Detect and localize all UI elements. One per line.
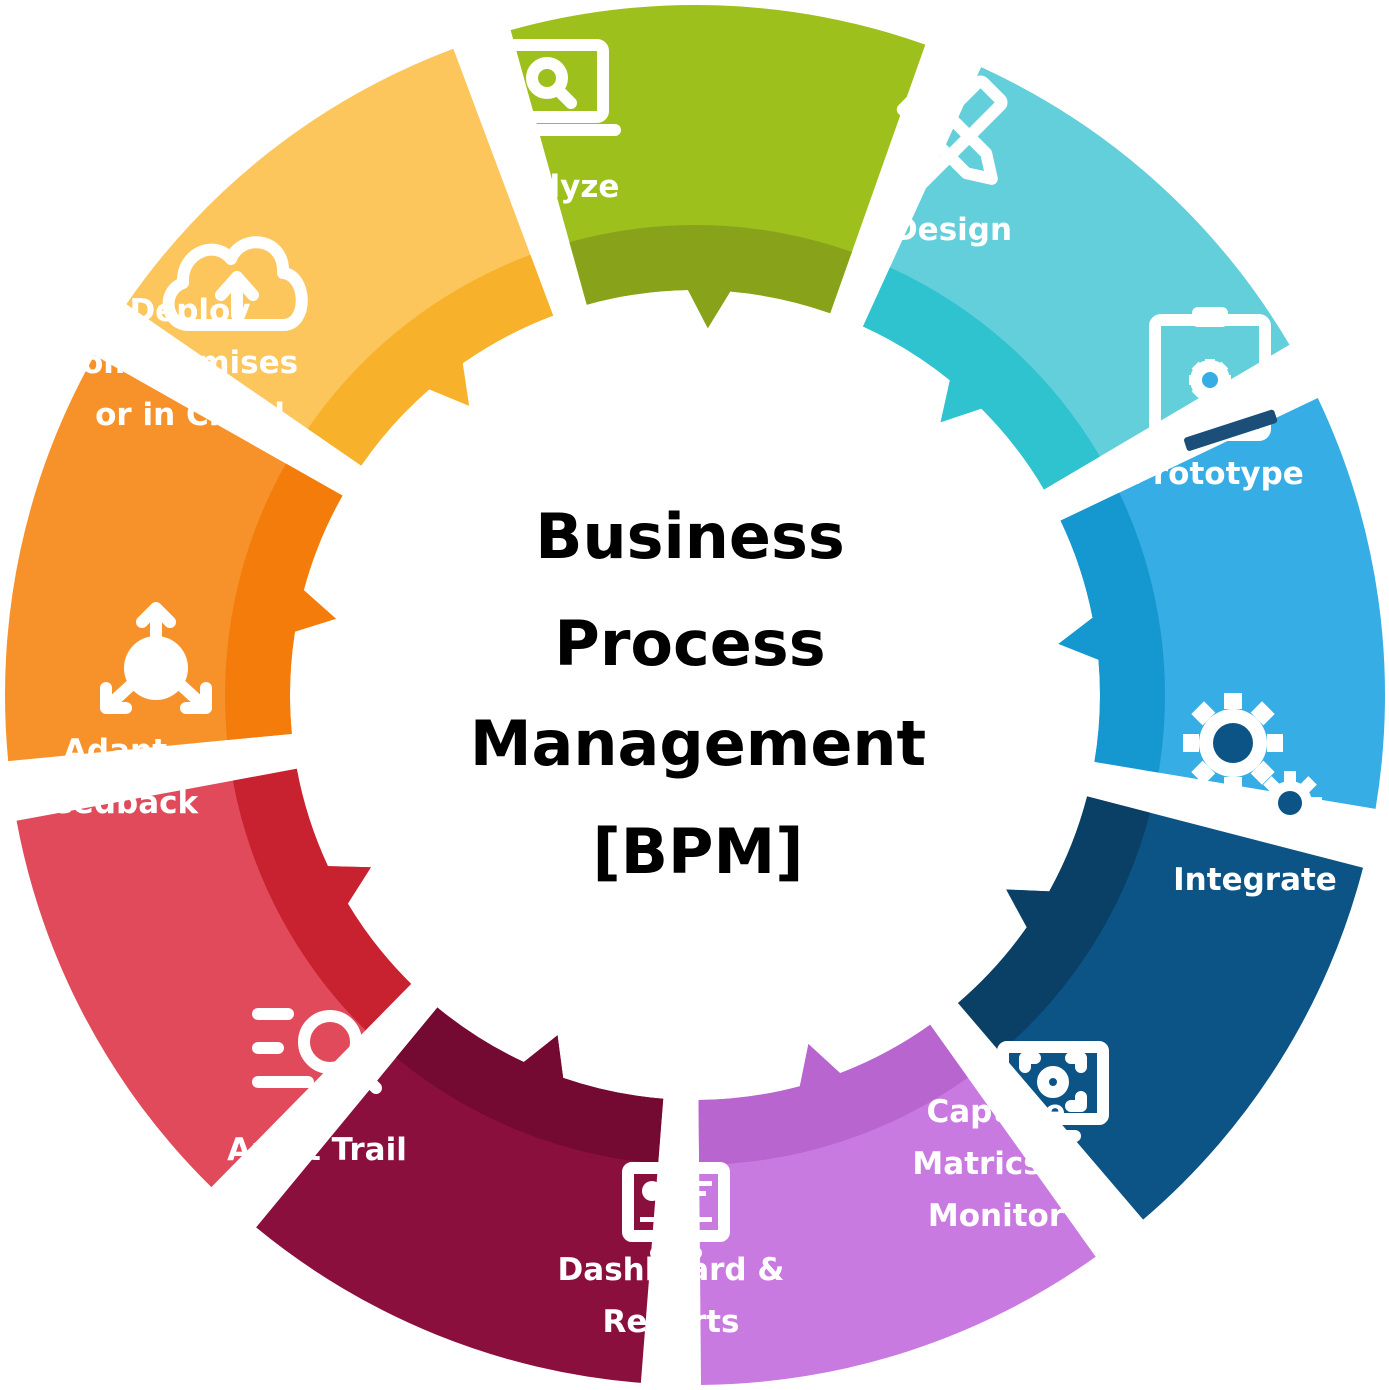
segment-deploy-label-3: or in Cloud bbox=[95, 397, 285, 433]
segment-capture-label-3: Monitor bbox=[928, 1198, 1065, 1234]
segment-audit-label-1: Audit Trail bbox=[227, 1132, 407, 1168]
segments-layer: AnalyzeDesignPrototypeIntegrateCaptureMa… bbox=[5, 5, 1385, 1385]
segment-dashboard-label-2: Reports bbox=[603, 1304, 740, 1340]
segment-deploy-inner-band bbox=[307, 254, 554, 466]
segment-capture-label-1: Capture bbox=[926, 1094, 1065, 1130]
segment-capture-label-2: Matrics & bbox=[912, 1146, 1079, 1182]
monitor-camera-icon bbox=[997, 1041, 1109, 1142]
segment-dashboard-inner-band bbox=[396, 1007, 664, 1164]
segment-deploy: Deploy on-Premises or in Cloud bbox=[82, 48, 554, 466]
segment-audit: Audit Trail bbox=[16, 768, 412, 1188]
segment-deploy-label-2: on-Premises bbox=[82, 345, 298, 381]
segment-capture-inner-band bbox=[698, 1024, 968, 1165]
segment-audit-inner-band bbox=[232, 768, 412, 1031]
center-line-4: [BPM] bbox=[592, 815, 803, 888]
segment-adapt-label-2: Feedback bbox=[32, 785, 200, 821]
segment-design: Design bbox=[862, 67, 1290, 490]
dashboard-monitor-icon bbox=[622, 1162, 730, 1259]
segment-design-label-1: Design bbox=[892, 212, 1012, 248]
segment-integrate-inner-band bbox=[958, 796, 1151, 1053]
segment-integrate-label-1: Integrate bbox=[1173, 862, 1337, 898]
segment-prototype-inner-band bbox=[1058, 492, 1165, 773]
cloud-upload-icon bbox=[162, 236, 308, 331]
gears-icon bbox=[1183, 693, 1322, 835]
center-line-3: Management bbox=[470, 707, 926, 780]
segment-analyze: Analyze bbox=[481, 5, 926, 329]
segment-adapt-label-1: Adapt bbox=[63, 733, 167, 769]
clipboard-gear-icon bbox=[1149, 307, 1278, 451]
pencil-ruler-icon bbox=[888, 75, 1008, 195]
segment-adapt-inner-band bbox=[224, 463, 343, 741]
laptop-search-icon bbox=[481, 39, 621, 136]
segment-prototype-label-1: Prototype bbox=[1130, 456, 1304, 492]
center-line-2: Process bbox=[554, 607, 825, 680]
segment-design-inner-band bbox=[862, 267, 1100, 490]
center-line-1: Business bbox=[535, 500, 845, 573]
arrows-split-icon bbox=[100, 602, 212, 714]
segment-dashboard-label-1: Dashboard & bbox=[558, 1252, 785, 1288]
segment-dashboard: Dashboard & Reports bbox=[256, 1007, 785, 1383]
list-search-icon bbox=[252, 1008, 382, 1094]
segment-prototype: Prototype bbox=[1058, 307, 1385, 809]
segment-deploy-label-1: Deploy bbox=[129, 293, 250, 329]
center-title: Business Process Management [BPM] bbox=[470, 500, 926, 888]
segment-analyze-inner-band bbox=[569, 225, 852, 329]
